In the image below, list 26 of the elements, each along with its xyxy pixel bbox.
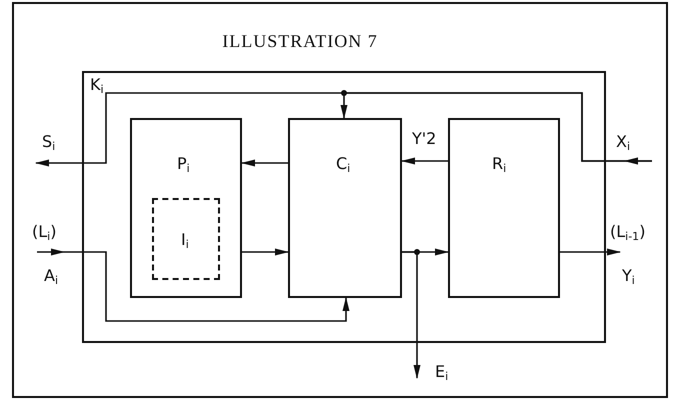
signal-name: A$_{i}$ — [44, 268, 58, 286]
arrow — [401, 158, 448, 164]
block-label: K$_{i}$ — [90, 77, 104, 95]
signal-note: (L$_{i-1}$) — [610, 224, 646, 242]
dashed-block-box — [152, 198, 220, 280]
arrow — [242, 248, 289, 256]
block-box — [288, 118, 402, 298]
signal-name: E$_{i}$ — [435, 364, 448, 382]
title: ILLUSTRATION 7 — [221, 32, 379, 50]
arrow — [37, 248, 350, 322]
block-label: P$_{i}$ — [177, 156, 190, 174]
arrow — [402, 251, 420, 379]
block-label: R$_{i}$ — [492, 156, 506, 174]
signal-name: S$_{i}$ — [42, 134, 56, 152]
signal-note: (L$_{i}$) — [32, 224, 56, 242]
block-label: I$_{i}$ — [181, 232, 189, 250]
block-label: C$_{i}$ — [336, 156, 350, 174]
arrow — [560, 248, 621, 256]
signal-name: X$_{i}$ — [616, 134, 630, 152]
block-box — [130, 118, 242, 298]
block-box — [82, 71, 606, 343]
arrow — [241, 160, 288, 166]
block-box — [448, 118, 560, 298]
arrow — [340, 92, 652, 164]
signal-name: Y$_{i}$ — [622, 268, 635, 286]
edge-label: Y'2 — [412, 131, 436, 147]
